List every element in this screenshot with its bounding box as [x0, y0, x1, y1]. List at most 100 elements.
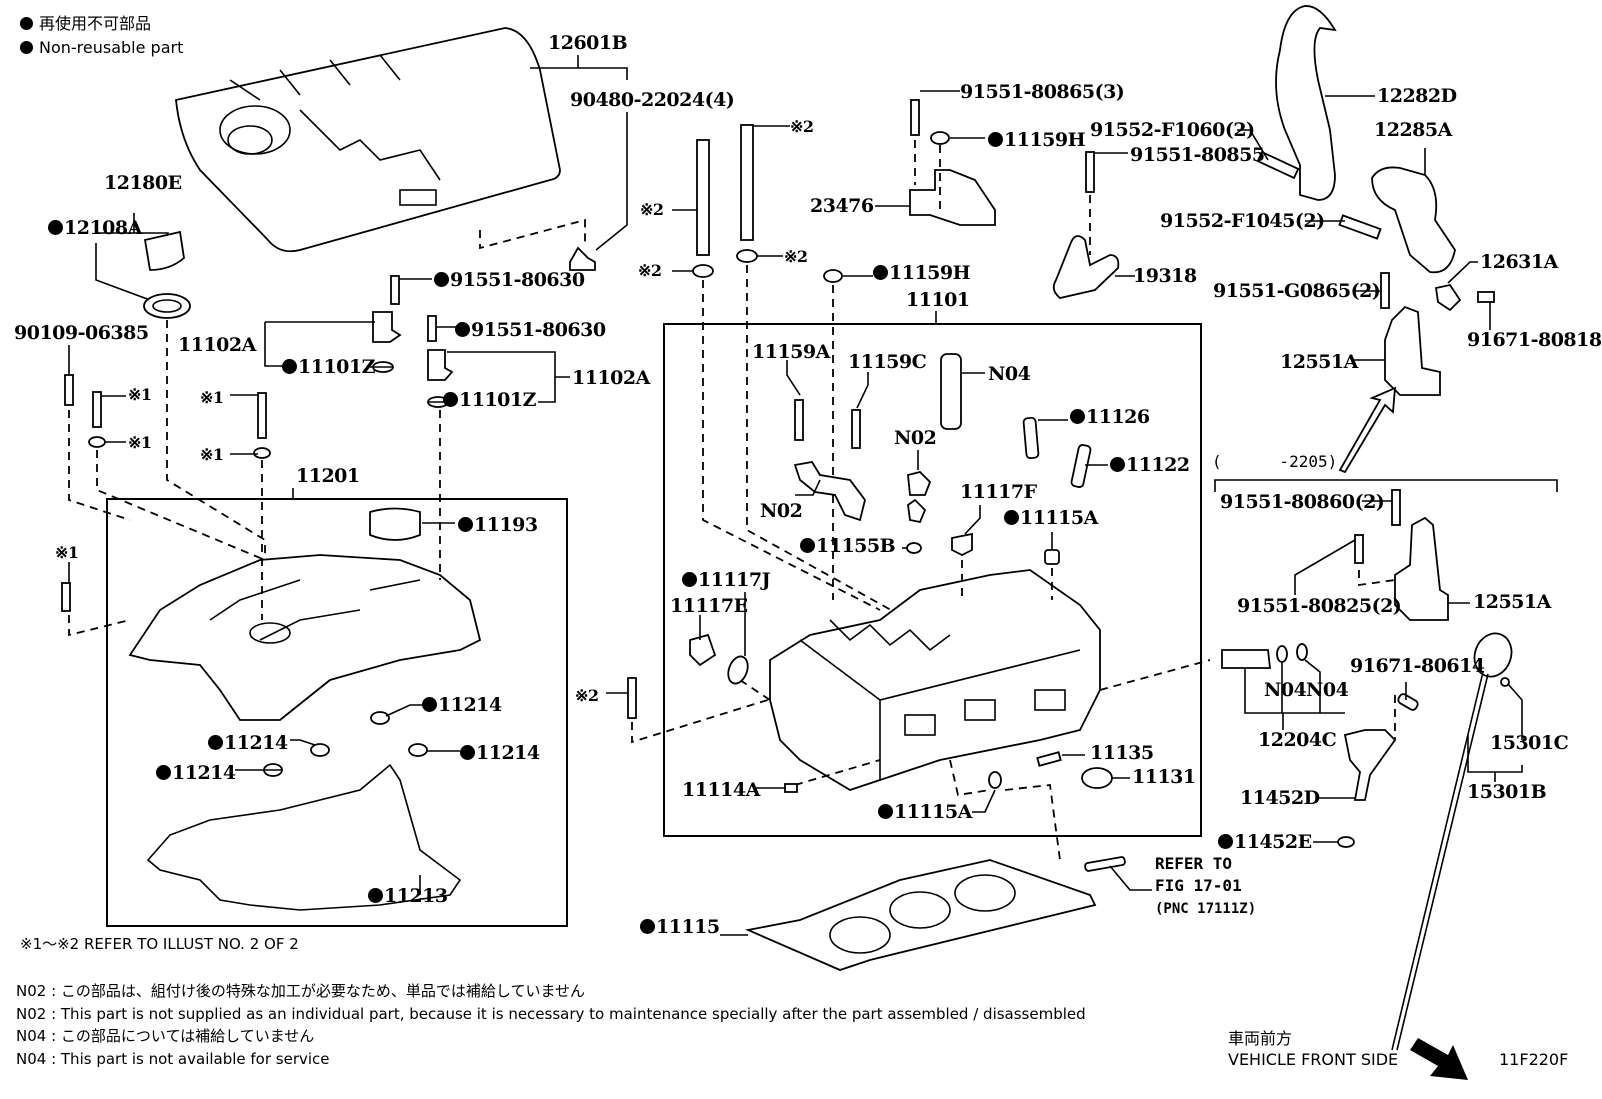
part-label[interactable]: N04 — [1264, 680, 1307, 700]
cylinder-head-cover-group-box — [106, 498, 568, 927]
non-reusable-bullet-icon — [800, 538, 815, 553]
part-label[interactable]: 91671-80614 — [1350, 656, 1485, 676]
part-label[interactable]: 11135 — [1090, 743, 1154, 763]
part-label[interactable]: 11115A — [878, 802, 972, 822]
part-number: 11201 — [296, 465, 360, 487]
part-label[interactable]: N04 — [988, 364, 1031, 384]
part-label[interactable]: 11101 — [906, 290, 970, 310]
part-label[interactable]: 91551-80825(2) — [1237, 596, 1402, 616]
part-label[interactable]: 90109-06385 — [14, 323, 149, 343]
part-label[interactable]: 11126 — [1070, 407, 1150, 427]
gasket-11213-drawing — [146, 763, 462, 911]
part-label[interactable]: 91551-G0865(2) — [1213, 281, 1381, 301]
part-label[interactable]: 91671-80818 — [1467, 330, 1602, 350]
refer-fig-line2[interactable]: FIG 17-01 — [1155, 876, 1242, 895]
part-label[interactable]: 91552-F1060(2) — [1090, 120, 1255, 140]
part-label[interactable]: 11201 — [296, 466, 360, 486]
engine-cover-drawing — [175, 27, 561, 253]
part-number: 15301B — [1467, 781, 1547, 803]
part-label[interactable]: 12108A — [48, 218, 142, 238]
part-label[interactable]: 12285A — [1374, 120, 1452, 140]
part-label[interactable]: 11117J — [682, 570, 771, 590]
part-label[interactable]: 11102A — [572, 368, 650, 388]
part-number: ※1 — [128, 433, 152, 452]
part-label[interactable]: 91551-80855 — [1130, 145, 1265, 165]
part-label[interactable]: 91551-80630 — [455, 320, 606, 340]
part-label[interactable]: 11155B — [800, 536, 896, 556]
part-label[interactable]: ※1 — [128, 385, 152, 405]
part-label[interactable]: 19318 — [1133, 266, 1197, 286]
part-label[interactable]: 11214 — [156, 763, 236, 783]
part-number: 12601B — [548, 32, 628, 54]
part-label[interactable]: 12551A — [1473, 592, 1551, 612]
part-number: 11159H — [1004, 129, 1086, 151]
refer-illust-note: ※1～※2 REFER TO ILLUST NO. 2 OF 2 — [20, 935, 299, 953]
part-number: 11115 — [656, 916, 720, 938]
part-label[interactable]: ※2 — [790, 117, 814, 137]
part-label[interactable]: 11159A — [752, 342, 830, 362]
part-label[interactable]: 12601B — [548, 32, 628, 54]
part-label[interactable]: 11159C — [848, 352, 927, 372]
part-number: 12551A — [1473, 591, 1551, 613]
part-label[interactable]: 11117E — [670, 596, 748, 616]
part-label[interactable]: 12204C — [1258, 730, 1337, 750]
refer-fig-line1[interactable]: REFER TO — [1155, 854, 1233, 873]
part-label[interactable]: 11214 — [208, 733, 288, 753]
non-reusable-bullet-icon — [460, 745, 475, 760]
part-label[interactable]: N04 — [1306, 680, 1349, 700]
non-reusable-bullet-icon — [20, 17, 33, 30]
illustration-code: 11F220F — [1499, 1050, 1569, 1069]
part-label[interactable]: 11193 — [458, 515, 538, 535]
part-label[interactable]: 91551-80630 — [434, 270, 585, 290]
part-label[interactable]: 11214 — [460, 743, 540, 763]
part-label[interactable]: 12631A — [1480, 252, 1558, 272]
part-number: 91552-F1045(2) — [1160, 210, 1325, 232]
part-label[interactable]: 91551-80865(3) — [960, 82, 1125, 102]
part-label[interactable]: 11115A — [1004, 508, 1098, 528]
part-label[interactable]: 91552-F1045(2) — [1160, 211, 1325, 231]
part-label[interactable]: 12551A — [1280, 352, 1358, 372]
part-label[interactable]: 11122 — [1110, 455, 1190, 475]
part-number: 12631A — [1480, 251, 1558, 273]
part-label[interactable]: 11452E — [1218, 832, 1312, 852]
part-label[interactable]: ※2 — [784, 247, 808, 267]
part-number: 11452E — [1234, 831, 1312, 853]
part-label[interactable]: 11102A — [178, 335, 256, 355]
part-number: 12285A — [1374, 119, 1452, 141]
part-label[interactable]: 11101Z — [282, 357, 375, 377]
part-label[interactable]: 15301B — [1467, 781, 1547, 803]
legend-ja: 再使用不可部品 — [20, 14, 151, 34]
bracket-12282D-drawing — [1275, 5, 1337, 201]
part-label[interactable]: 11214 — [422, 695, 502, 715]
non-reusable-bullet-icon — [368, 888, 383, 903]
part-label[interactable]: ※1 — [128, 433, 152, 453]
part-label[interactable]: ※1 — [55, 543, 79, 563]
part-label[interactable]: ※2 — [640, 200, 664, 220]
bracket-12551A-drawing — [1384, 305, 1441, 396]
part-label[interactable]: 11101Z — [443, 390, 536, 410]
part-label[interactable]: N02 — [760, 501, 803, 521]
part-label[interactable]: 91551-80860(2) — [1220, 492, 1385, 512]
part-number: 11159H — [889, 262, 971, 284]
part-label[interactable]: 11115 — [640, 917, 720, 937]
part-label[interactable]: 12180E — [104, 173, 182, 193]
part-label[interactable]: ※1 — [200, 388, 224, 408]
part-label[interactable]: ※2 — [638, 261, 662, 281]
part-label[interactable]: 11114A — [682, 780, 760, 800]
part-label[interactable]: 90480-22024(4) — [570, 90, 735, 110]
part-label[interactable]: 23476 — [810, 196, 874, 216]
date-range-bracket — [1214, 479, 1558, 492]
part-label[interactable]: 12282D — [1377, 86, 1457, 106]
part-label[interactable]: 15301C — [1490, 733, 1569, 753]
part-number: 19318 — [1133, 265, 1197, 287]
part-label[interactable]: 11213 — [368, 886, 448, 906]
part-number: ※1 — [55, 543, 79, 562]
part-label[interactable]: 11452D — [1240, 788, 1320, 808]
part-label[interactable]: 11159H — [988, 129, 1086, 151]
part-label[interactable]: 11131 — [1132, 767, 1196, 787]
part-label[interactable]: N02 — [894, 428, 937, 448]
part-label[interactable]: ※2 — [575, 686, 599, 706]
part-label[interactable]: 11159H — [873, 262, 971, 284]
part-label[interactable]: ※1 — [200, 445, 224, 465]
part-label[interactable]: 11117F — [960, 482, 1037, 502]
